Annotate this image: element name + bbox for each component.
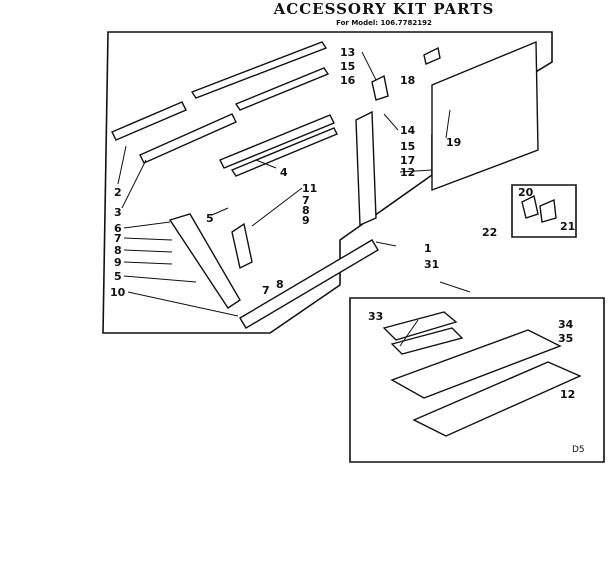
callout-15a: 15 xyxy=(340,60,355,73)
bracket-13 xyxy=(371,74,389,101)
callout-7c: 7 xyxy=(262,284,270,297)
callout-35: 35 xyxy=(558,332,573,345)
callout-18: 18 xyxy=(400,74,415,87)
callout-20: 20 xyxy=(518,186,534,199)
callout-7b: 7 xyxy=(302,194,310,207)
callout-8c: 8 xyxy=(276,278,284,291)
callout-5b: 5 xyxy=(114,270,122,283)
bottom-rail-10 xyxy=(239,239,379,329)
callout-5a: 5 xyxy=(206,212,214,225)
top-strip-upper xyxy=(190,41,328,99)
callout-12b: 12 xyxy=(560,388,575,401)
strip-2 xyxy=(111,101,187,141)
callout-19: 19 xyxy=(446,136,461,149)
callout-16: 16 xyxy=(340,74,356,87)
page-title: ACCESSORY KIT PARTS xyxy=(273,0,495,18)
callout-34: 34 xyxy=(558,318,574,331)
callout-22: 22 xyxy=(482,226,497,239)
callout-9b: 9 xyxy=(302,214,310,227)
sub-kit-outline xyxy=(349,297,605,463)
callout-11: 11 xyxy=(302,182,317,195)
main-kit-outline xyxy=(102,31,553,334)
callout-6: 6 xyxy=(114,222,122,235)
top-strip-right xyxy=(234,67,330,111)
gasket-18 xyxy=(423,46,441,65)
callout-12a: 12 xyxy=(400,166,415,179)
callout-1: 1 xyxy=(424,242,432,255)
callout-10: 10 xyxy=(110,286,126,299)
strip-4-upper xyxy=(219,114,335,169)
callout-3: 3 xyxy=(114,206,122,219)
support-brace-6 xyxy=(168,213,241,309)
panel-insert-34 xyxy=(390,329,562,399)
callout-8a: 8 xyxy=(114,244,122,257)
panel-insert-35 xyxy=(412,361,582,437)
callout-31: 31 xyxy=(424,258,439,271)
callout-17: 17 xyxy=(400,154,415,167)
bracket-20 xyxy=(521,194,539,219)
seal-33-upper xyxy=(382,311,458,341)
diagram-code: D5 xyxy=(572,445,585,455)
callout-33: 33 xyxy=(368,310,383,323)
vertical-post-17 xyxy=(355,110,377,227)
callout-9a: 9 xyxy=(114,256,122,269)
callout-13: 13 xyxy=(340,46,355,59)
callout-8b: 8 xyxy=(302,204,310,217)
bracket-kit-outline xyxy=(511,184,577,238)
strip-4-lower xyxy=(230,127,338,177)
bracket-21 xyxy=(539,198,557,223)
clip-bracket-11 xyxy=(231,222,253,270)
callout-15b: 15 xyxy=(400,140,415,153)
model-number: For Model: 106.7782192 xyxy=(336,19,432,27)
side-panel-12 xyxy=(431,40,539,192)
callout-2: 2 xyxy=(114,186,122,199)
callout-7a: 7 xyxy=(114,232,122,245)
callout-4: 4 xyxy=(280,166,288,179)
callout-21: 21 xyxy=(560,220,575,233)
seal-33-lower xyxy=(390,327,464,355)
callout-14: 14 xyxy=(400,124,416,137)
strip-3 xyxy=(139,113,237,164)
